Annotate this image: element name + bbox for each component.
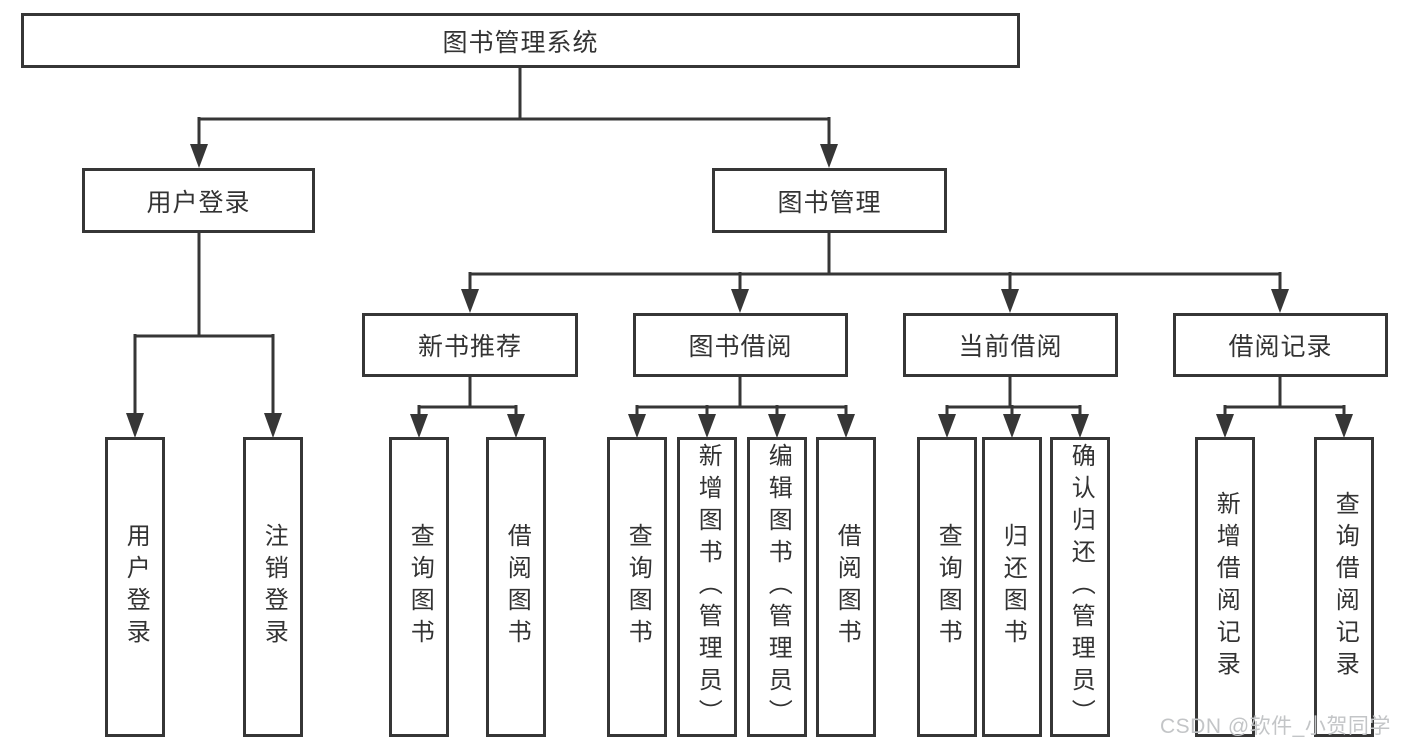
arrowhead-icon — [1001, 289, 1019, 313]
node-new-book-recommendation: 新书推荐 — [362, 313, 578, 377]
leaf-label: 查询图书 — [934, 523, 962, 651]
leaf-label: 归还图书 — [999, 523, 1027, 651]
arrowhead-icon — [507, 414, 525, 438]
arrowhead-icon — [1003, 414, 1021, 438]
arrowhead-icon — [126, 413, 144, 438]
leaf-borrowing-borrow-books: 借阅图书 — [816, 437, 876, 737]
leaf-label: 确认归还（管理员） — [1067, 443, 1095, 731]
arrowhead-icon — [731, 289, 749, 313]
leaf-label: 查询图书 — [406, 523, 434, 651]
arrowhead-icon — [820, 144, 838, 168]
leaf-newbooks-query-books: 查询图书 — [389, 437, 449, 737]
arrowheads — [126, 144, 1353, 438]
arrowhead-icon — [938, 414, 956, 438]
leaf-label: 查询图书 — [624, 523, 652, 651]
arrowhead-icon — [768, 414, 786, 438]
node-book-borrowing: 图书借阅 — [633, 313, 848, 377]
leaf-label: 新增图书（管理员） — [694, 443, 722, 731]
leaf-borrowing-edit-books-admin: 编辑图书（管理员） — [747, 437, 807, 737]
csdn-watermark: CSDN @软件_小贺同学 — [1160, 715, 1391, 738]
leaf-current-query-books: 查询图书 — [917, 437, 977, 737]
node-book-management: 图书管理 — [712, 168, 947, 233]
arrowhead-icon — [837, 414, 855, 438]
arrowhead-icon — [1071, 414, 1089, 438]
node-current-borrowing: 当前借阅 — [903, 313, 1118, 377]
leaf-label: 借阅图书 — [503, 523, 531, 651]
leaf-label: 新增借阅记录 — [1212, 491, 1240, 683]
leaf-label: 编辑图书（管理员） — [764, 443, 792, 731]
arrowhead-icon — [1271, 289, 1289, 313]
arrowhead-icon — [190, 144, 208, 168]
arrowhead-icon — [1335, 414, 1353, 438]
leaf-borrowing-query-books: 查询图书 — [607, 437, 667, 737]
arrowhead-icon — [410, 414, 428, 438]
leaf-label: 用户登录 — [122, 523, 150, 651]
leaf-borrowing-add-books-admin: 新增图书（管理员） — [677, 437, 737, 737]
leaf-newbooks-borrow-books: 借阅图书 — [486, 437, 546, 737]
leaf-label: 注销登录 — [260, 523, 288, 651]
node-borrowing-records: 借阅记录 — [1173, 313, 1388, 377]
leaf-current-return-books: 归还图书 — [982, 437, 1042, 737]
arrowhead-icon — [461, 289, 479, 313]
arrowhead-icon — [1216, 414, 1234, 438]
arrowhead-icon — [264, 413, 282, 438]
leaf-records-add-record: 新增借阅记录 — [1195, 437, 1255, 737]
arrowhead-icon — [698, 414, 716, 438]
leaf-label: 查询借阅记录 — [1331, 491, 1359, 683]
leaf-label: 借阅图书 — [833, 523, 861, 651]
leaf-user-login: 用户登录 — [105, 437, 165, 737]
node-root-system: 图书管理系统 — [21, 13, 1020, 68]
arrowhead-icon — [628, 414, 646, 438]
leaf-logout: 注销登录 — [243, 437, 303, 737]
leaf-current-confirm-return-admin: 确认归还（管理员） — [1050, 437, 1110, 737]
node-user-login: 用户登录 — [82, 168, 315, 233]
leaf-records-query-record: 查询借阅记录 — [1314, 437, 1374, 737]
